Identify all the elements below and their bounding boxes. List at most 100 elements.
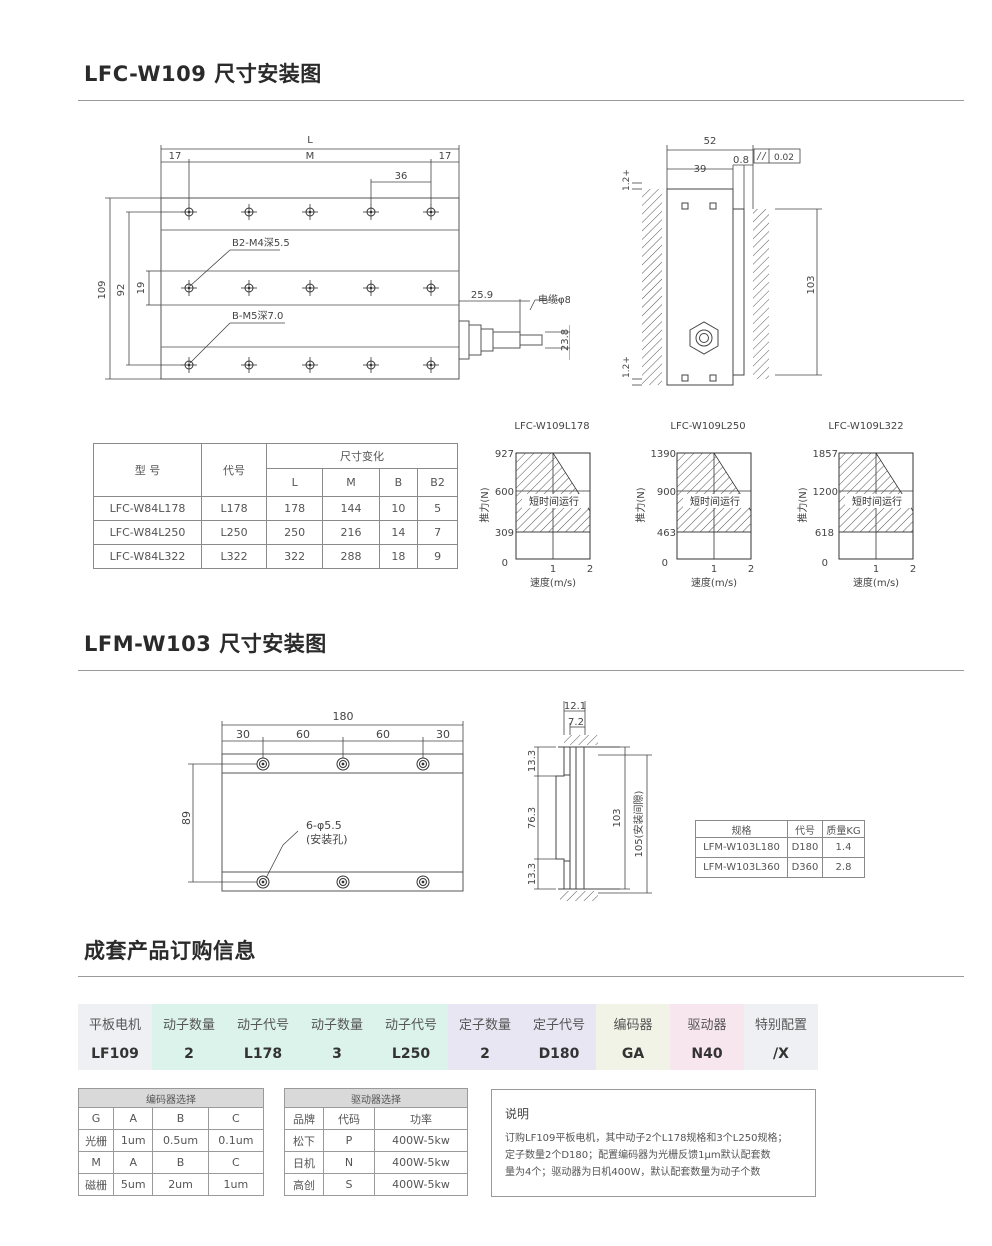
cell: 400W-5kw — [374, 1151, 468, 1174]
order-field-stator-code: 定子代号 D180 — [522, 1004, 596, 1070]
cell: 代码 — [323, 1107, 375, 1130]
x-tick: 2 — [748, 564, 754, 575]
dim-105: 105(安装间隙) — [632, 790, 645, 857]
order-field-value: GA — [621, 1046, 645, 1062]
x-tick: 1 — [711, 564, 717, 575]
divider — [78, 100, 964, 101]
table-row: LFC-W84L250 L250 250 216 14 7 — [93, 520, 458, 545]
dim-60-left: 60 — [296, 728, 310, 741]
lfc-dimension-table: 型 号 代号 尺寸变化 L M B B2 LFC-W84L178 L178 17… — [93, 443, 458, 569]
header-col-B2: B2 — [417, 468, 458, 497]
cell-mass: 2.8 — [822, 857, 865, 878]
chart-title: LFC-W109L322 — [828, 421, 903, 432]
x-tick: 2 — [587, 564, 593, 575]
cell-mass: 1.4 — [822, 837, 865, 858]
table-row: LFC-W84L322 L322 322 288 18 9 — [93, 544, 458, 569]
dim-30-left: 30 — [236, 728, 250, 741]
order-field-label: 动子数量 — [162, 1018, 215, 1033]
dim-76-3: 76.3 — [527, 807, 538, 829]
cell: 品牌 — [284, 1107, 324, 1130]
tolerance-0-02: 0.02 — [774, 153, 794, 163]
table-row: 高创 S 400W-5kw — [284, 1173, 468, 1196]
table-row: LFC-W84L178 L178 178 144 10 5 — [93, 496, 458, 521]
y-tick: 0 — [822, 558, 828, 569]
cell: 功率 — [374, 1107, 468, 1130]
dim-103: 103 — [806, 275, 817, 294]
order-field-value: D180 — [538, 1046, 580, 1062]
header-col-M: M — [322, 468, 380, 497]
order-field-mover-code-1: 动子代号 L178 — [226, 1004, 300, 1070]
cell-L: 322 — [265, 544, 324, 569]
header-col-B: B — [378, 468, 419, 497]
divider — [78, 976, 964, 977]
y-tick: 618 — [815, 528, 834, 539]
cell-B: 10 — [378, 496, 419, 521]
order-field-label: 平板电机 — [88, 1018, 141, 1033]
order-field-value: 2 — [184, 1046, 194, 1062]
note-line: 量为4个；驱动器为日机400W，默认配套数量为动子个数 — [505, 1167, 761, 1178]
cell: 磁栅 — [77, 1173, 115, 1196]
dim-1-2-top: 1.2+ — [622, 169, 632, 191]
order-field-stator-qty: 定子数量 2 — [448, 1004, 522, 1070]
cell: C — [207, 1151, 265, 1174]
cell-B2: 5 — [417, 496, 458, 521]
order-field-special: 特别配置 /X — [744, 1004, 818, 1070]
order-field-value: L178 — [243, 1046, 283, 1062]
force-chart-l178: LFC-W109L178 短时间运行 927 600 309 0 推力(N) 1… — [478, 421, 593, 589]
y-tick: 0 — [662, 558, 668, 569]
dim-19: 19 — [136, 282, 147, 295]
cell-model: LFC-W84L250 — [93, 520, 202, 545]
order-field-mover-qty-1: 动子数量 2 — [152, 1004, 226, 1070]
chart-title: LFC-W109L178 — [514, 421, 589, 432]
dim-30-right: 30 — [436, 728, 450, 741]
y-tick: 1200 — [813, 487, 838, 498]
dim-13-3-bottom: 13.3 — [527, 863, 538, 885]
x-tick: 1 — [550, 564, 556, 575]
x-tick: 2 — [910, 564, 916, 575]
dim-12-1: 12.1 — [564, 701, 586, 712]
cell: A — [113, 1151, 154, 1174]
header-code: 代号 — [201, 443, 267, 497]
cell-spec: LFM-W103L180 — [695, 837, 788, 858]
table-row: 磁栅 5um 2um 1um — [77, 1173, 265, 1196]
order-code-bar: 平板电机 LF109 动子数量 2 动子代号 L178 动子数量 3 动子代号 … — [78, 1004, 818, 1070]
note-title: 说明 — [505, 1107, 530, 1121]
dim-13-3-top: 13.3 — [527, 750, 538, 772]
header-col-L: L — [265, 468, 324, 497]
y-axis-label: 推力(N) — [478, 487, 491, 522]
cell: 5um — [113, 1173, 154, 1196]
label-cable: 电缆φ8 — [538, 293, 570, 306]
cell-B: 18 — [378, 544, 419, 569]
cell-model: LFC-W84L322 — [93, 544, 202, 569]
y-axis-label: 推力(N) — [796, 487, 809, 522]
dim-L: L — [307, 135, 313, 146]
lfm-top-view-drawing: 180 30 60 60 30 89 6-φ5.5 (安装孔) — [180, 710, 464, 892]
cell-M: 144 — [322, 496, 380, 521]
dim-39: 39 — [694, 164, 707, 175]
cell: S — [323, 1173, 375, 1196]
order-field-driver: 驱动器 N40 — [670, 1004, 744, 1070]
section-title-lfc: LFC-W109 尺寸安装图 — [84, 62, 322, 86]
cell-B2: 9 — [417, 544, 458, 569]
order-field-value: 2 — [480, 1046, 490, 1062]
order-field-label: 编码器 — [613, 1018, 653, 1033]
driver-selection-table: 驱动器选择 品牌 代码 功率 松下 P 400W-5kw 日机 N 400W-5… — [284, 1088, 468, 1196]
encoder-table-title: 编码器选择 — [78, 1088, 264, 1108]
cell: 0.5um — [152, 1129, 209, 1152]
order-field-label: 驱动器 — [687, 1018, 727, 1033]
cell-code: D360 — [787, 857, 823, 878]
cell-spec: LFM-W103L360 — [695, 857, 788, 878]
cell: G — [77, 1107, 115, 1130]
dim-52: 52 — [704, 136, 717, 147]
x-axis-label: 速度(m/s) — [691, 576, 737, 589]
dim-180: 180 — [333, 710, 354, 723]
x-tick: 1 — [873, 564, 879, 575]
order-field-label: 动子代号 — [384, 1018, 437, 1033]
zone-label: 短时间运行 — [529, 495, 579, 508]
header-mass: 质量KG — [822, 820, 865, 838]
cell-B2: 7 — [417, 520, 458, 545]
order-field-motor: 平板电机 LF109 — [78, 1004, 152, 1070]
header-spec: 规格 — [695, 820, 788, 838]
cell: B — [152, 1107, 209, 1130]
section-title-lfm: LFM-W103 尺寸安装图 — [84, 632, 327, 656]
